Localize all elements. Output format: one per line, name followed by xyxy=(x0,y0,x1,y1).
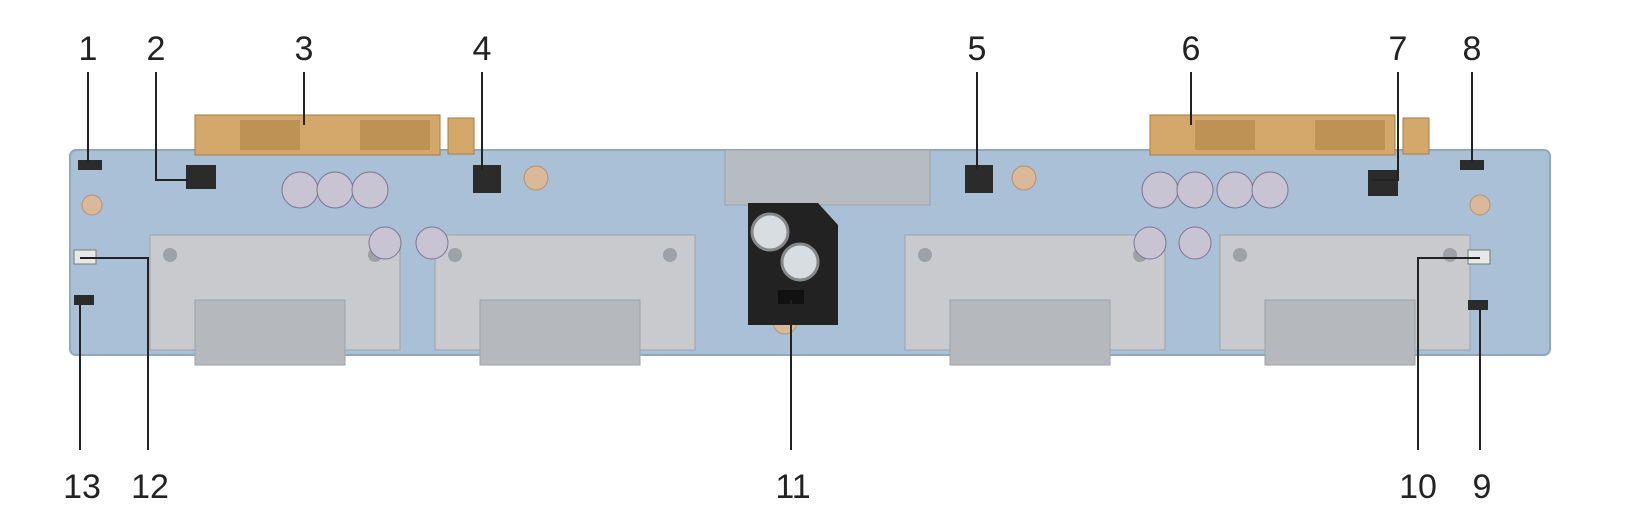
callout-12: 12 xyxy=(131,468,169,506)
callout-7: 7 xyxy=(1388,30,1408,68)
heatsink-4 xyxy=(1219,234,1471,366)
signal-connector-8 xyxy=(1460,160,1484,170)
callout-6: 6 xyxy=(1181,30,1201,68)
edge-connector-right xyxy=(1149,114,1430,156)
callout-3: 3 xyxy=(294,30,314,68)
power-connector-2 xyxy=(186,165,216,189)
capacitors-right xyxy=(1133,171,1289,260)
signal-connector-1 xyxy=(78,160,102,170)
callout-4: 4 xyxy=(472,30,492,68)
heatsink-3 xyxy=(904,234,1166,366)
top-bracket xyxy=(724,149,931,206)
signal-connector-9 xyxy=(1468,300,1488,310)
callout-10: 10 xyxy=(1399,468,1437,506)
power-connector-4 xyxy=(473,165,501,193)
light-pipe-bracket xyxy=(748,203,838,325)
power-connector-7 xyxy=(1368,170,1398,196)
heatsink-1 xyxy=(149,234,401,366)
callout-11: 11 xyxy=(775,468,811,506)
edge-connector-left xyxy=(194,114,475,156)
callout-8: 8 xyxy=(1462,30,1482,68)
leader-lines xyxy=(79,72,1481,450)
power-connector-5 xyxy=(965,165,993,193)
callout-1: 1 xyxy=(78,30,98,68)
signal-connector-13 xyxy=(74,295,94,305)
callout-2: 2 xyxy=(146,30,166,68)
callout-9: 9 xyxy=(1472,468,1492,506)
heatsink-2 xyxy=(434,234,696,366)
capacitors-left xyxy=(281,171,449,260)
callout-13: 13 xyxy=(63,468,101,506)
callout-5: 5 xyxy=(967,30,987,68)
